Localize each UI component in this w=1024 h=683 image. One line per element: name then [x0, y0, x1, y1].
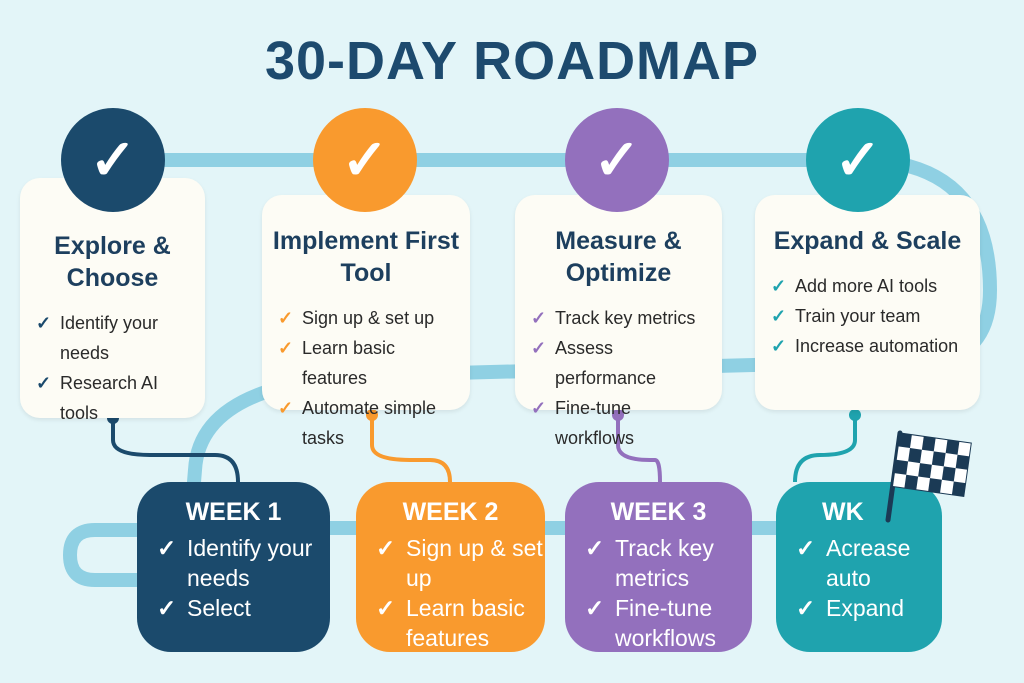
item-text: Sign up & set up: [406, 535, 543, 591]
list-item: ✓ Fine-tune workflows: [585, 593, 752, 653]
week-label: WEEK 2: [402, 498, 499, 526]
week-label: WEEK 3: [610, 498, 707, 526]
check-icon: ✓: [278, 308, 294, 328]
check-icon: ✓: [531, 308, 547, 328]
list-item: ✓ Acrease auto: [796, 533, 942, 593]
item-text: Sign up & set up: [302, 308, 435, 328]
item-text: Increase automation: [795, 336, 959, 356]
check-circle-icon: ✓: [806, 108, 910, 212]
week-4-box: WK ✓ Acrease auto ✓ Expand: [776, 482, 942, 652]
item-text: Fine-tune workflows: [615, 595, 716, 651]
list-item: ✓ Train your team: [771, 301, 970, 331]
week-label: WEEK 1: [185, 498, 282, 526]
check-icon: ✓: [531, 338, 547, 358]
list-item: ✓ Select: [157, 593, 330, 623]
phase-card-measure: Measure & Optimize ✓ Track key metrics ✓ A…: [515, 195, 722, 448]
check-icon: ✓: [278, 398, 294, 418]
item-text: Identify your needs: [60, 313, 159, 363]
item-text: Track key metrics: [615, 535, 714, 591]
list-item: ✓ Research AI tools: [36, 368, 195, 428]
page-title: 30-DAY ROADMAP: [264, 31, 760, 91]
item-text: Research AI tools: [60, 373, 159, 423]
list-item: ✓ Assess performance: [531, 333, 712, 393]
check-icon: ✓: [771, 306, 787, 326]
list-item: ✓ Learn basic features: [376, 593, 545, 653]
phase-title: Measure & Optimize: [555, 227, 682, 287]
check-icon: ✓: [157, 535, 177, 561]
check-icon: ✓: [585, 595, 605, 621]
item-text: Select: [187, 595, 251, 621]
list-item: ✓ Identify your needs: [157, 533, 330, 593]
item-text: Learn basic features: [406, 595, 525, 651]
list-item: ✓ Automate simple tasks: [278, 393, 460, 453]
check-icon: ✓: [36, 373, 52, 393]
check-icon: ✓: [771, 276, 787, 296]
list-item: ✓ Learn basic features: [278, 333, 460, 393]
item-text: Add more AI tools: [795, 276, 938, 296]
phase-title: Expand & Scale: [773, 227, 962, 255]
check-circle-icon: ✓: [565, 108, 669, 212]
item-text: Assess performance: [555, 338, 657, 388]
item-text: Identify your needs: [187, 535, 313, 591]
check-icon: ✓: [796, 595, 816, 621]
list-item: ✓ Expand: [796, 593, 942, 623]
item-text: Learn basic features: [302, 338, 396, 388]
list-item: ✓ Track key metrics: [585, 533, 752, 593]
phase-title: Implement First Tool: [272, 227, 460, 287]
check-icon: ✓: [36, 313, 52, 333]
list-item: ✓ Sign up & set up: [376, 533, 545, 593]
phase-card-explore: Explore & Choose ✓ Identify your needs ✓ R…: [20, 178, 205, 423]
week-1-box: WEEK 1 ✓ Identify your needs ✓ Select: [137, 482, 330, 652]
item-text: Acrease auto: [826, 535, 911, 591]
item-text: Track key metrics: [555, 308, 696, 328]
list-item: ✓ Identify your needs: [36, 308, 195, 368]
check-icon: ✓: [771, 336, 787, 356]
phase-card-expand: Expand & Scale ✓ Add more AI tools ✓ Train…: [755, 195, 980, 410]
check-icon: ✓: [376, 535, 396, 561]
list-item: ✓ Fine-tune workflows: [531, 393, 712, 453]
check-icon: ✓: [278, 338, 294, 358]
week-2-box: WEEK 2 ✓ Sign up & set up ✓ Learn basic fe…: [356, 482, 545, 652]
check-circle-icon: ✓: [61, 108, 165, 212]
item-text: Expand: [826, 595, 905, 621]
week-3-box: WEEK 3 ✓ Track key metrics ✓ Fine-tune wor…: [565, 482, 752, 652]
item-text: Fine-tune workflows: [555, 398, 635, 448]
list-item: ✓ Track key metrics: [531, 303, 712, 333]
phase-card-implement: Implement First Tool ✓ Sign up & set up ✓…: [262, 195, 470, 448]
phase-title: Explore & Choose: [54, 232, 171, 292]
check-icon: ✓: [157, 595, 177, 621]
list-item: ✓ Add more AI tools: [771, 271, 970, 301]
item-text: Automate simple tasks: [302, 398, 437, 448]
list-item: ✓ Sign up & set up: [278, 303, 460, 333]
check-icon: ✓: [585, 535, 605, 561]
week-label: WK: [822, 498, 864, 526]
checkered-flag-icon: [885, 430, 972, 523]
check-icon: ✓: [376, 595, 396, 621]
check-icon: ✓: [796, 535, 816, 561]
list-item: ✓ Increase automation: [771, 331, 970, 361]
check-icon: ✓: [531, 398, 547, 418]
check-circle-icon: ✓: [313, 108, 417, 212]
item-text: Train your team: [795, 306, 921, 326]
